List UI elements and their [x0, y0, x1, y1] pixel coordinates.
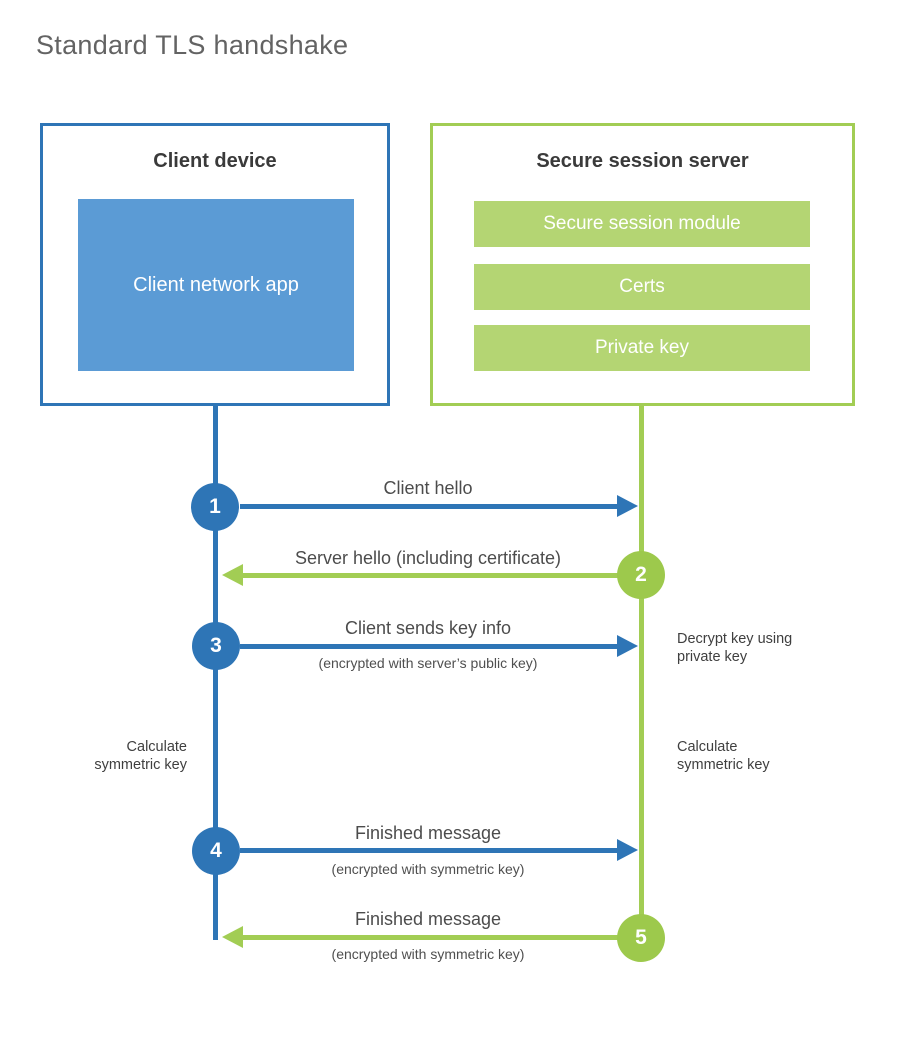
secure-session-server-title: Secure session server [536, 150, 749, 172]
arrowhead-left-icon [222, 926, 243, 948]
client-network-app-label: Client network app [133, 273, 299, 296]
arrowhead-left-icon [222, 564, 243, 586]
step-2-circle: 2 [617, 551, 665, 599]
client-device-title: Client device [153, 150, 277, 172]
arrow-5-finished-message [222, 926, 619, 948]
message-label-2: Server hello (including certificate) [294, 548, 562, 568]
arrow-2-server-hello [222, 564, 619, 586]
page-title: Standard TLS handshake [36, 30, 349, 60]
server-module-label: Secure session module [543, 213, 741, 234]
message-sublabel-3: (encrypted with server’s public key) [318, 655, 538, 671]
arrowhead-right-icon [617, 495, 638, 517]
message-label-4: Finished message [354, 823, 502, 843]
message-sublabel-4: (encrypted with symmetric key) [331, 861, 525, 877]
server-module-secure-session: Secure session module [474, 201, 810, 247]
message-label-1: Client hello [383, 478, 473, 498]
arrow-3-client-key-info [240, 635, 638, 657]
server-module-label: Private key [595, 337, 689, 358]
note-calculate-symmetric-key-client: Calculate symmetric key [94, 739, 187, 773]
arrowhead-right-icon [617, 635, 638, 657]
step-1-circle: 1 [191, 483, 239, 531]
note-calculate-symmetric-key-server: Calculate symmetric key [677, 739, 770, 773]
arrow-1-client-hello [240, 495, 638, 517]
step-4-circle: 4 [192, 827, 240, 875]
server-module-private-key: Private key [474, 325, 810, 371]
arrow-4-finished-message [240, 839, 638, 861]
message-sublabel-5: (encrypted with symmetric key) [331, 946, 525, 962]
client-lifeline [213, 406, 218, 940]
step-5-circle: 5 [617, 914, 665, 962]
arrowhead-right-icon [617, 839, 638, 861]
message-label-5: Finished message [354, 909, 502, 929]
message-label-3: Client sends key info [344, 618, 512, 638]
server-lifeline [639, 406, 644, 952]
server-module-certs: Certs [474, 264, 810, 310]
client-network-app-box: Client network app [78, 199, 354, 371]
server-module-label: Certs [619, 276, 665, 297]
step-3-circle: 3 [192, 622, 240, 670]
note-decrypt-key: Decrypt key using private key [677, 631, 793, 665]
